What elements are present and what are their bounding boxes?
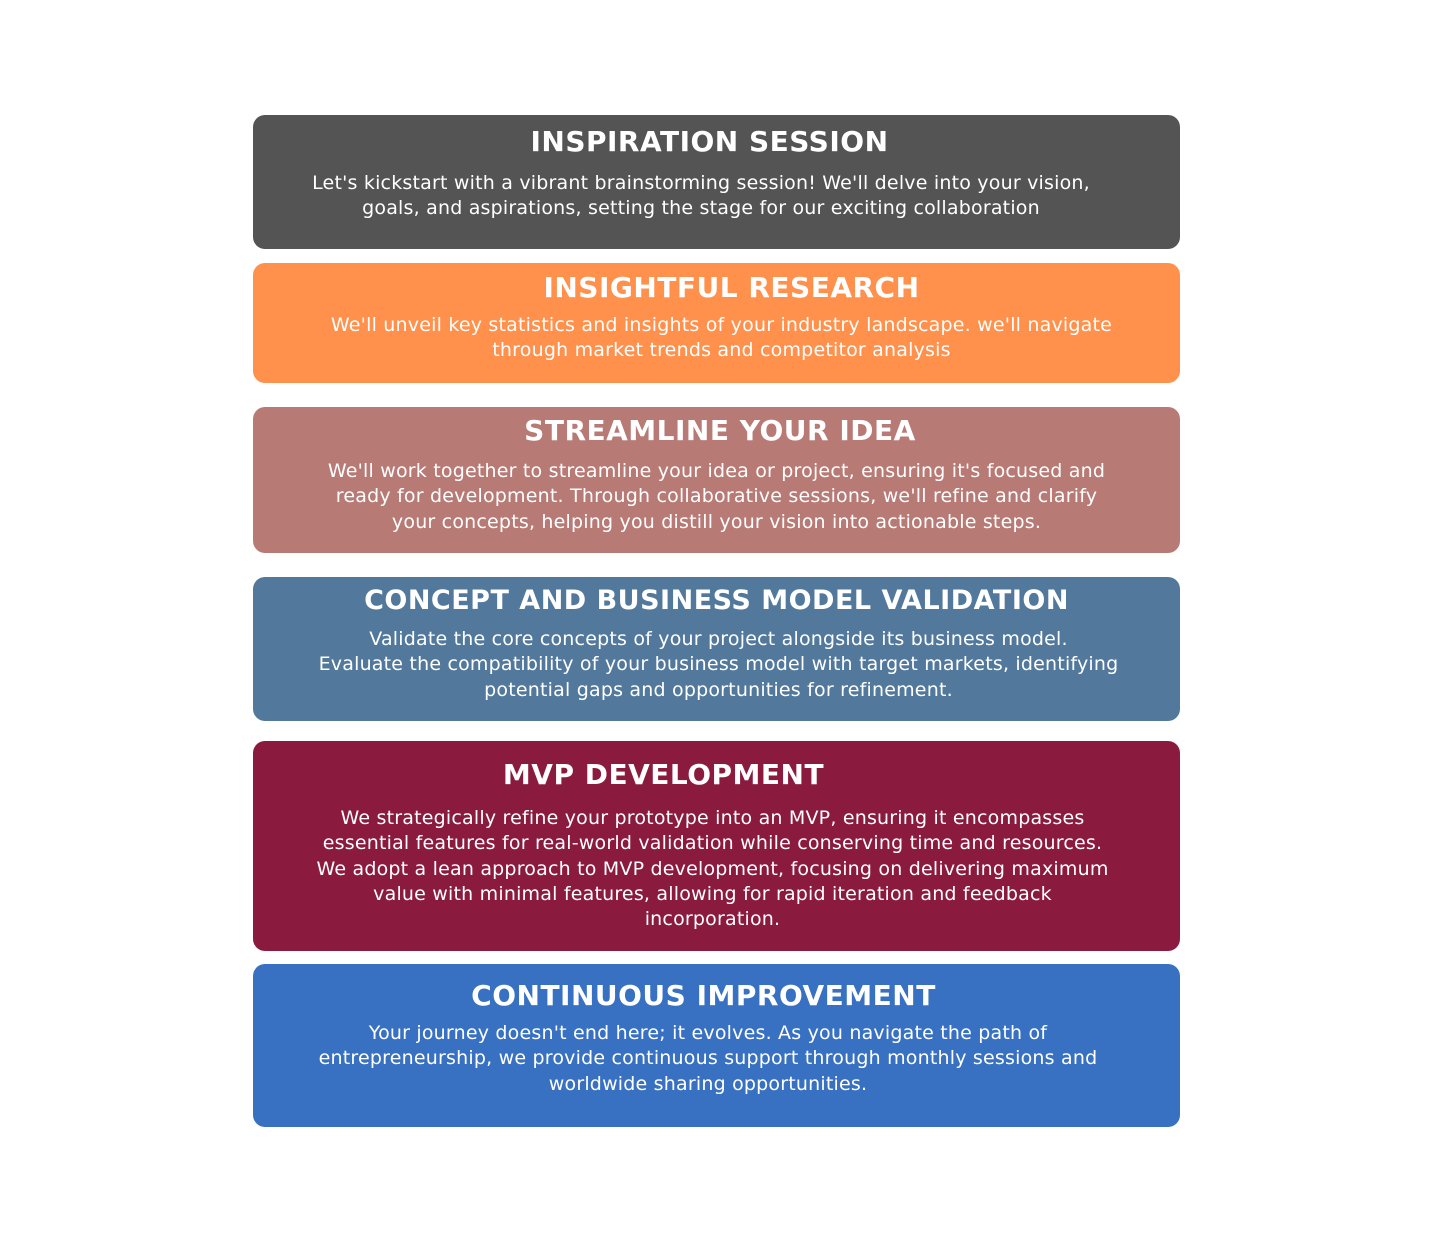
description-line: essential features for real-world valida… <box>322 832 1103 855</box>
description-line: We'll unveil key statistics and insights… <box>330 314 1113 336</box>
step-title: INSIGHTFUL RESEARCH <box>543 271 920 304</box>
step-description: Your journey doesn't end here; it evolve… <box>236 1021 1180 1097</box>
description-line: Let's kickstart with a vibrant brainstor… <box>312 172 1090 194</box>
step-description: We'll unveil key statistics and insights… <box>263 313 1180 364</box>
step-card-streamline-your-idea: STREAMLINE YOUR IDEA We'll work together… <box>253 407 1180 553</box>
description-line: your concepts, helping you distill your … <box>391 510 1042 533</box>
description-line: worldwide sharing opportunities. <box>548 1072 868 1095</box>
step-description: Let's kickstart with a vibrant brainstor… <box>222 171 1180 222</box>
description-line: We strategically refine your prototype i… <box>340 807 1085 829</box>
description-line: Evaluate the compatibility of your busin… <box>318 653 1119 676</box>
description-line: value with minimal features, allowing fo… <box>373 882 1052 905</box>
description-line: entrepreneurship, we provide continuous … <box>318 1047 1098 1070</box>
description-line: incorporation. <box>644 908 781 931</box>
step-title: MVP DEVELOPMENT <box>502 758 825 791</box>
step-title: CONTINUOUS IMPROVEMENT <box>471 979 936 1012</box>
description-line: Validate the core concepts of your proje… <box>369 628 1068 650</box>
description-line: through market trends and competitor ana… <box>492 339 951 362</box>
description-line: potential gaps and opportunities for ref… <box>484 678 953 701</box>
step-title: STREAMLINE YOUR IDEA <box>524 414 916 447</box>
step-card-continuous-improvement: CONTINUOUS IMPROVEMENT Your journey does… <box>253 964 1180 1127</box>
step-card-mvp-development: MVP DEVELOPMENT We strategically refine … <box>253 741 1180 951</box>
step-card-concept-validation: CONCEPT AND BUSINESS MODEL VALIDATION Va… <box>253 577 1180 721</box>
step-card-inspiration-session: INSPIRATION SESSION Let's kickstart with… <box>253 115 1180 249</box>
step-title: CONCEPT AND BUSINESS MODEL VALIDATION <box>364 585 1069 616</box>
description-line: We'll work together to streamline your i… <box>327 460 1106 482</box>
step-card-insightful-research: INSIGHTFUL RESEARCH We'll unveil key sta… <box>253 263 1180 383</box>
step-description: Validate the core concepts of your proje… <box>257 627 1180 703</box>
description-line: Your journey doesn't end here; it evolve… <box>368 1022 1048 1044</box>
description-line: ready for development. Through collabora… <box>335 485 1098 508</box>
description-line: We adopt a lean approach to MVP developm… <box>316 857 1109 880</box>
step-title: INSPIRATION SESSION <box>530 125 889 158</box>
description-line: goals, and aspirations, setting the stag… <box>362 197 1040 220</box>
step-description: We strategically refine your prototype i… <box>245 806 1180 932</box>
step-description: We'll work together to streamline your i… <box>253 459 1180 535</box>
